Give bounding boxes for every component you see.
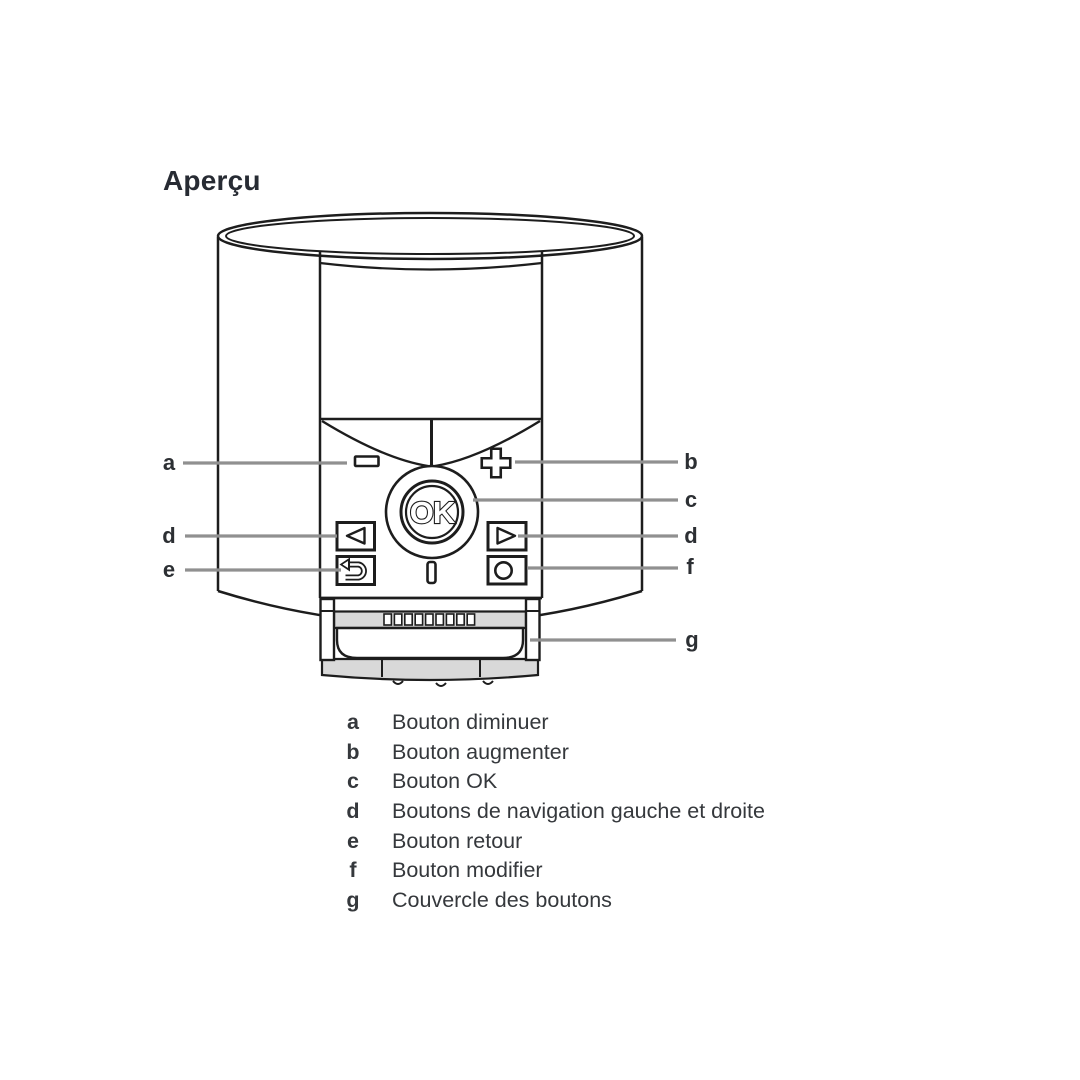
callout-label-b: b [684,449,698,474]
legend-key: a [347,710,359,735]
callout-label-g: g [685,627,699,652]
legend-item-e: e Bouton retour [338,826,765,856]
legend-item-b: b Bouton augmenter [338,738,765,768]
callout-label-d-right: d [684,523,698,548]
legend-item-c: c Bouton OK [338,767,765,797]
legend-text: Bouton modifier [392,858,543,883]
plus-icon [480,447,512,479]
legend-text: Couvercle des boutons [392,887,612,912]
legend-item-f: f Bouton modifier [338,856,765,886]
legend-item-d: d Boutons de navigation gauche et droite [338,797,765,827]
screen [320,263,542,419]
front-panel [318,251,544,600]
left-arrow-button [335,521,376,552]
legend-text: Bouton diminuer [392,710,549,735]
modify-button [486,555,528,586]
cover-right-tab [524,597,541,662]
callout-label-a: a [162,450,176,475]
legend-item-a: a Bouton diminuer [338,708,765,738]
legend-key: d [346,799,360,824]
callout-label-e: e [162,557,176,582]
callout-label-c: c [684,487,698,512]
legend-text: Bouton augmenter [392,739,569,764]
legend-key: g [346,887,360,912]
return-icon [339,557,367,581]
minus-icon [353,455,380,468]
legend-key: f [349,858,357,883]
cover-recess [335,626,525,660]
callout-label-d-left: d [162,523,176,548]
modify-icon [493,560,513,580]
ok-label: OK [410,495,456,530]
ok-button: OK [384,464,480,560]
callout-label-f: f [686,554,694,579]
left-arrow-icon [345,526,366,545]
buttons-cover [319,597,541,687]
cover-ribs [383,613,476,626]
page-title: Aperçu [163,165,261,196]
legend-key: c [347,769,359,794]
legend-item-g: g Couvercle des boutons [338,886,765,916]
legend-text: Bouton OK [392,769,498,794]
legend-list: a Bouton diminuer b Bouton augmenter c B… [338,708,765,915]
cover-left-tab [319,597,336,662]
legend-text: Bouton retour [392,828,523,853]
legend-text: Boutons de navigation gauche et droite [392,799,765,824]
legend-key: e [347,828,359,853]
status-bar-shape [426,560,437,585]
return-button [335,555,376,586]
legend-key: b [346,739,360,764]
right-arrow-icon [496,526,517,545]
cover-bottom-band [320,657,540,682]
callout-lines [183,460,678,642]
